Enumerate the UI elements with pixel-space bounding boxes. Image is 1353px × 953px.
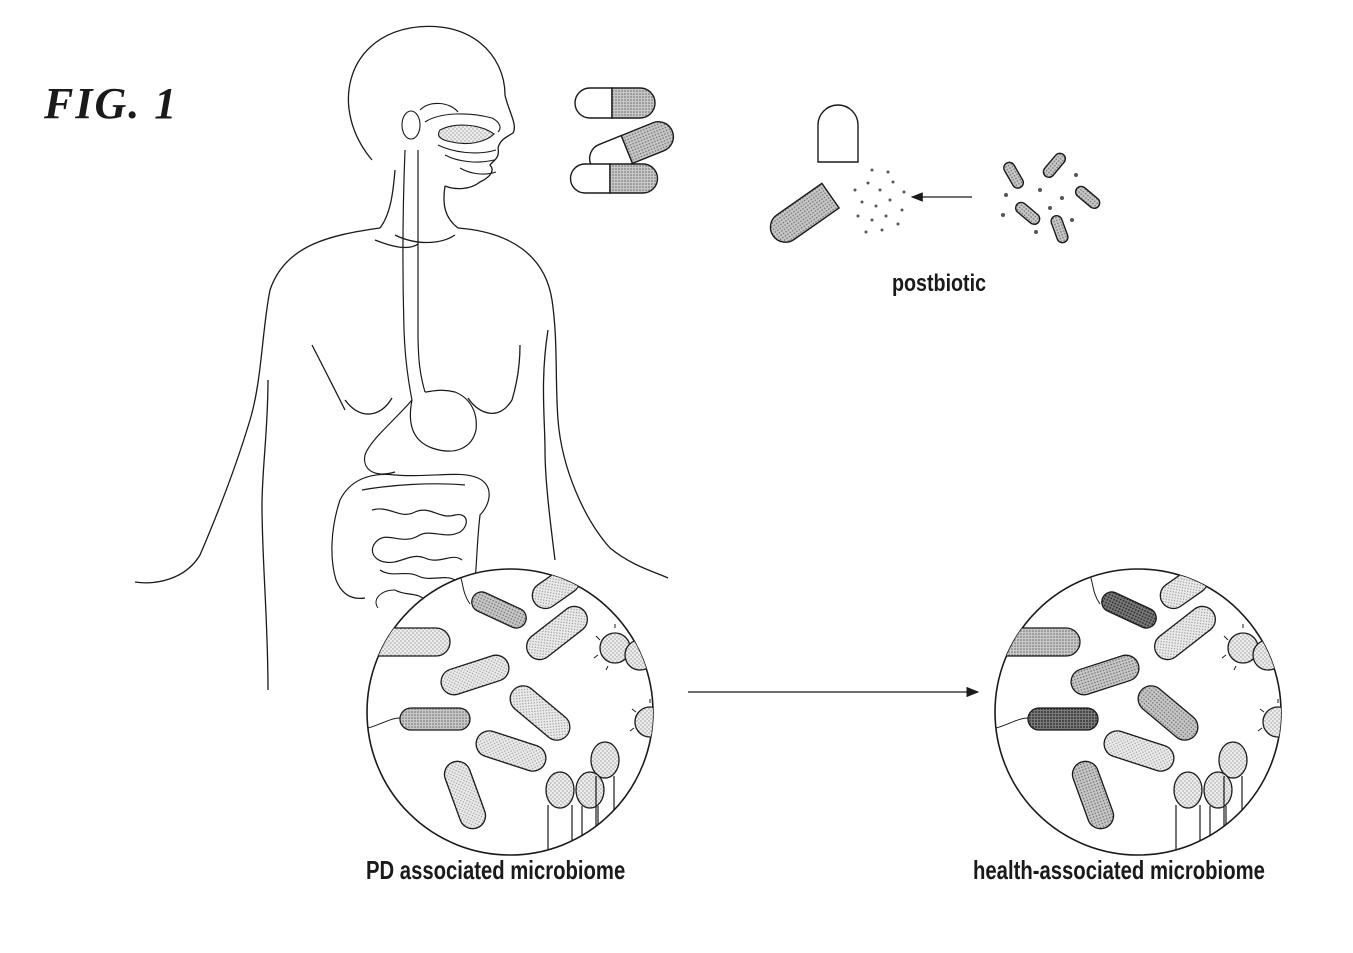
bacterium-rod [1028,708,1098,730]
capsule-group [571,88,678,193]
bacterium-rod [360,628,450,656]
capsule-icon [571,164,658,193]
capsule-cap-icon [818,105,858,162]
postbiotic-illustration [765,105,1102,248]
digestive-tract [332,150,489,600]
capsule-icon [575,88,655,118]
gut-connector [376,590,395,608]
bacteria-cluster [1001,151,1102,244]
oral-cavity-detail [402,103,500,174]
postbiotic-particles [854,169,906,234]
health-microbiome-circle [990,562,1293,860]
pd-microbiome-circle [360,562,665,860]
bacterium-rod [400,708,470,730]
capsule-body-icon [765,183,840,248]
bacterium-rod [990,628,1080,656]
